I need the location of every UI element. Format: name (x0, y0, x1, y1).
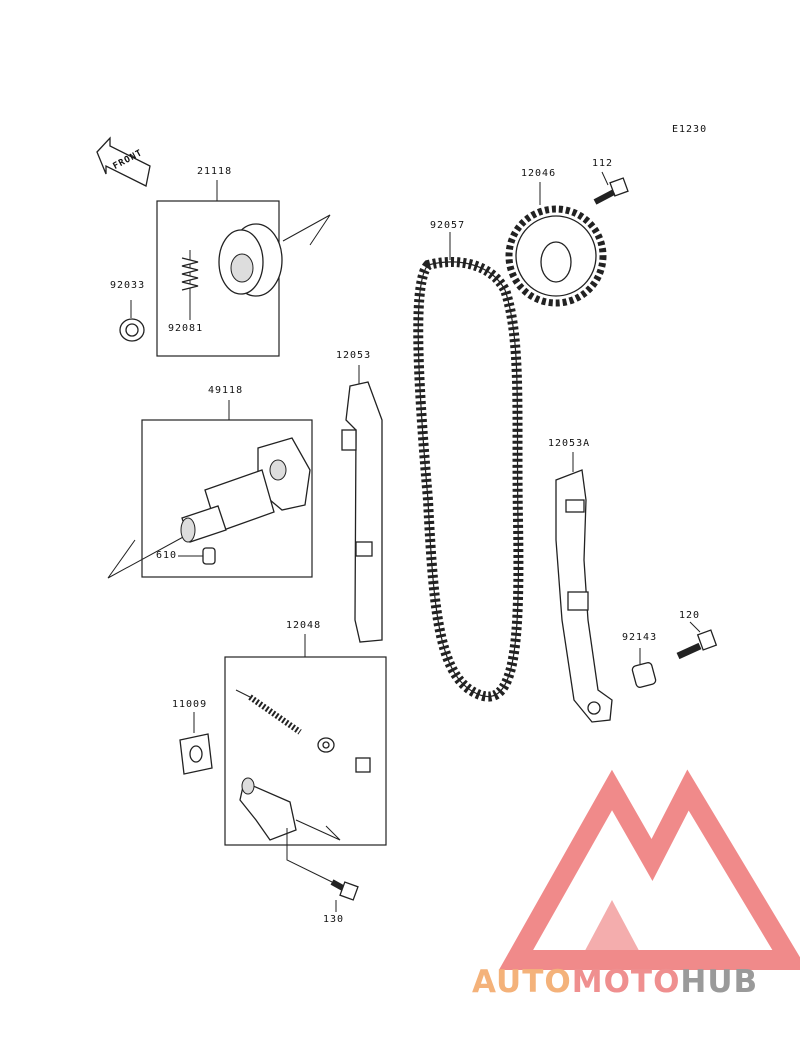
part-label-92081[interactable]: 92081 (168, 323, 204, 334)
collar-92143-part (631, 648, 657, 688)
part-label-12053a[interactable]: 12053A (548, 438, 591, 449)
bolt-120-part (676, 621, 718, 660)
frame-12048 (224, 656, 387, 846)
camshaft-part (180, 437, 311, 543)
watermark-part-auto: AUTO (472, 964, 572, 1000)
cam-sprocket-12046-part (505, 182, 607, 307)
part-label-610[interactable]: 610 (156, 550, 178, 561)
part-label-11009[interactable]: 11009 (172, 699, 208, 710)
front-arrow-icon (96, 136, 151, 187)
part-label-92033[interactable]: 92033 (110, 280, 146, 291)
part-label-49118[interactable]: 49118 (208, 385, 244, 396)
diagram-code: E1230 (672, 124, 708, 135)
part-label-12046[interactable]: 12046 (521, 168, 557, 179)
pin-610-part (178, 547, 216, 565)
watermark-text: AUTOMOTOHUB (472, 964, 758, 1000)
circlip-92033-part (119, 300, 145, 342)
chain-guide-12053a-part (555, 452, 613, 723)
part-label-92057[interactable]: 92057 (430, 220, 466, 231)
spring-92081-part (181, 250, 199, 320)
part-label-12053[interactable]: 12053 (336, 350, 372, 361)
part-label-92143[interactable]: 92143 (622, 632, 658, 643)
part-label-130[interactable]: 130 (323, 914, 345, 925)
part-label-21118[interactable]: 21118 (197, 166, 233, 177)
bolt-112-part (593, 171, 629, 205)
tensioner-12048-part (235, 689, 371, 841)
automotohub-logo-icon (498, 769, 800, 970)
bolt-130-part (286, 828, 359, 912)
part-label-112[interactable]: 112 (592, 158, 614, 169)
part-label-12048[interactable]: 12048 (286, 620, 322, 631)
timing-chain-92057-part (413, 232, 524, 702)
watermark-part-hub: HUB (680, 964, 759, 1000)
part-label-120[interactable]: 120 (679, 610, 701, 621)
frame-49118 (141, 419, 313, 578)
chain-guide-12053-part (341, 365, 383, 643)
watermark-part-moto: MOTO (571, 964, 681, 1000)
cam-hub-part (218, 223, 283, 297)
gasket-11009-part (179, 712, 213, 775)
